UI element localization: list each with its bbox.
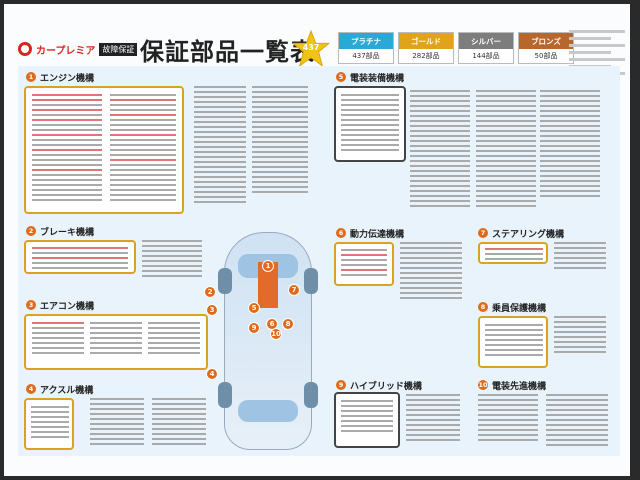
plan-count: 282部品 bbox=[412, 52, 440, 60]
section-number: 5 bbox=[336, 72, 346, 82]
section-engine: 1 エンジン機構 bbox=[26, 70, 94, 84]
section-title: 動力伝達機構 bbox=[350, 229, 405, 240]
wheel-front-right bbox=[304, 268, 318, 294]
section-number: 6 bbox=[336, 228, 346, 238]
plan-count: 144部品 bbox=[472, 52, 500, 60]
parts-count-badge: 437 bbox=[291, 29, 331, 68]
section-brake: 2 ブレーキ機構 bbox=[26, 224, 94, 238]
marker-engine: 1 bbox=[262, 260, 274, 272]
section-title: エンジン機構 bbox=[40, 73, 95, 84]
plan-silver: シルバー 144部品 bbox=[458, 32, 514, 64]
section-aircon: 3 エアコン機構 bbox=[26, 298, 94, 312]
badge-count: 437 bbox=[302, 43, 320, 52]
drivetrain-parts-box bbox=[334, 242, 394, 286]
section-number: 10 bbox=[478, 380, 488, 390]
marker-steering: 7 bbox=[288, 284, 300, 296]
section-title: 乗員保護機構 bbox=[492, 303, 547, 314]
section-number: 8 bbox=[478, 302, 488, 312]
axle-parts-box bbox=[24, 398, 74, 450]
section-number: 7 bbox=[478, 228, 488, 238]
plan-name: ブロンズ bbox=[519, 33, 573, 49]
section-title: エアコン機構 bbox=[40, 301, 95, 312]
electrical-parts-box bbox=[334, 86, 406, 162]
plan-count: 437部品 bbox=[352, 52, 380, 60]
section-advanced-electrical: 10 電装先進機構 bbox=[478, 378, 546, 392]
plan-bronze: ブロンズ 50部品 bbox=[518, 32, 574, 64]
page-title: 保証部品一覧表 bbox=[140, 38, 315, 66]
section-title: ブレーキ機構 bbox=[40, 227, 95, 238]
wheel-rear-right bbox=[304, 382, 318, 408]
engine-block bbox=[258, 262, 278, 308]
plan-name: プラチナ bbox=[339, 33, 393, 49]
rear-window bbox=[238, 400, 298, 422]
right-panel: 5 電装装備機構 6 動力伝達機構 7 bbox=[328, 66, 620, 456]
section-title: 電装先進機構 bbox=[492, 381, 547, 392]
warranty-parts-sheet: カープレミア 故障保証 保証部品一覧表 437 プラチナ 437部品 ゴールド … bbox=[4, 4, 630, 476]
car-diagram: 1 2 3 4 5 6 7 8 9 10 bbox=[204, 232, 318, 450]
section-number: 1 bbox=[26, 72, 36, 82]
brake-parts-box bbox=[24, 240, 136, 274]
section-title: アクスル機構 bbox=[40, 385, 94, 396]
section-hybrid: 9 ハイブリッド機構 bbox=[336, 378, 422, 392]
brand-mark-icon bbox=[18, 42, 32, 56]
plan-list: プラチナ 437部品 ゴールド 282部品 シルバー 144部品 ブロンズ 50… bbox=[338, 32, 574, 64]
section-steering: 7 ステアリング機構 bbox=[478, 226, 564, 240]
marker-axle: 4 bbox=[206, 368, 218, 380]
hybrid-parts-box bbox=[334, 392, 400, 448]
marker-hybrid: 9 bbox=[248, 322, 260, 334]
section-number: 9 bbox=[336, 380, 346, 390]
marker-occupant-safety: 8 bbox=[282, 318, 294, 330]
section-occupant-safety: 8 乗員保護機構 bbox=[478, 300, 546, 314]
engine-parts-box bbox=[24, 86, 184, 214]
section-title: 電装装備機構 bbox=[350, 73, 405, 84]
section-electrical: 5 電装装備機構 bbox=[336, 70, 404, 84]
marker-aircon: 3 bbox=[206, 304, 218, 316]
section-title: ステアリング機構 bbox=[492, 229, 565, 240]
occupant-safety-parts-box bbox=[478, 316, 548, 368]
section-title: ハイブリッド機構 bbox=[350, 381, 422, 392]
brand-subtitle: 故障保証 bbox=[99, 42, 138, 56]
plan-count: 50部品 bbox=[534, 52, 558, 60]
section-axle: 4 アクスル機構 bbox=[26, 382, 93, 396]
wheel-front-left bbox=[218, 268, 232, 294]
plan-name: ゴールド bbox=[399, 33, 453, 49]
marker-advanced-electrical: 10 bbox=[270, 328, 282, 340]
wheel-rear-left bbox=[218, 382, 232, 408]
left-panel: 1 エンジン機構 2 ブレーキ機構 bbox=[18, 66, 328, 456]
section-number: 2 bbox=[26, 226, 36, 236]
steering-parts-box bbox=[478, 242, 548, 264]
marker-brake: 2 bbox=[204, 286, 216, 298]
section-drivetrain: 6 動力伝達機構 bbox=[336, 226, 404, 240]
brand-logo: カープレミア 故障保証 bbox=[18, 40, 138, 58]
marker-electrical: 5 bbox=[248, 302, 260, 314]
section-number: 4 bbox=[26, 384, 36, 394]
plan-name: シルバー bbox=[459, 33, 513, 49]
star-icon bbox=[291, 29, 331, 68]
aircon-parts-box bbox=[24, 314, 208, 370]
brand-name: カープレミア bbox=[36, 45, 96, 57]
plan-platinum: プラチナ 437部品 bbox=[338, 32, 394, 64]
section-number: 3 bbox=[26, 300, 36, 310]
plan-gold: ゴールド 282部品 bbox=[398, 32, 454, 64]
